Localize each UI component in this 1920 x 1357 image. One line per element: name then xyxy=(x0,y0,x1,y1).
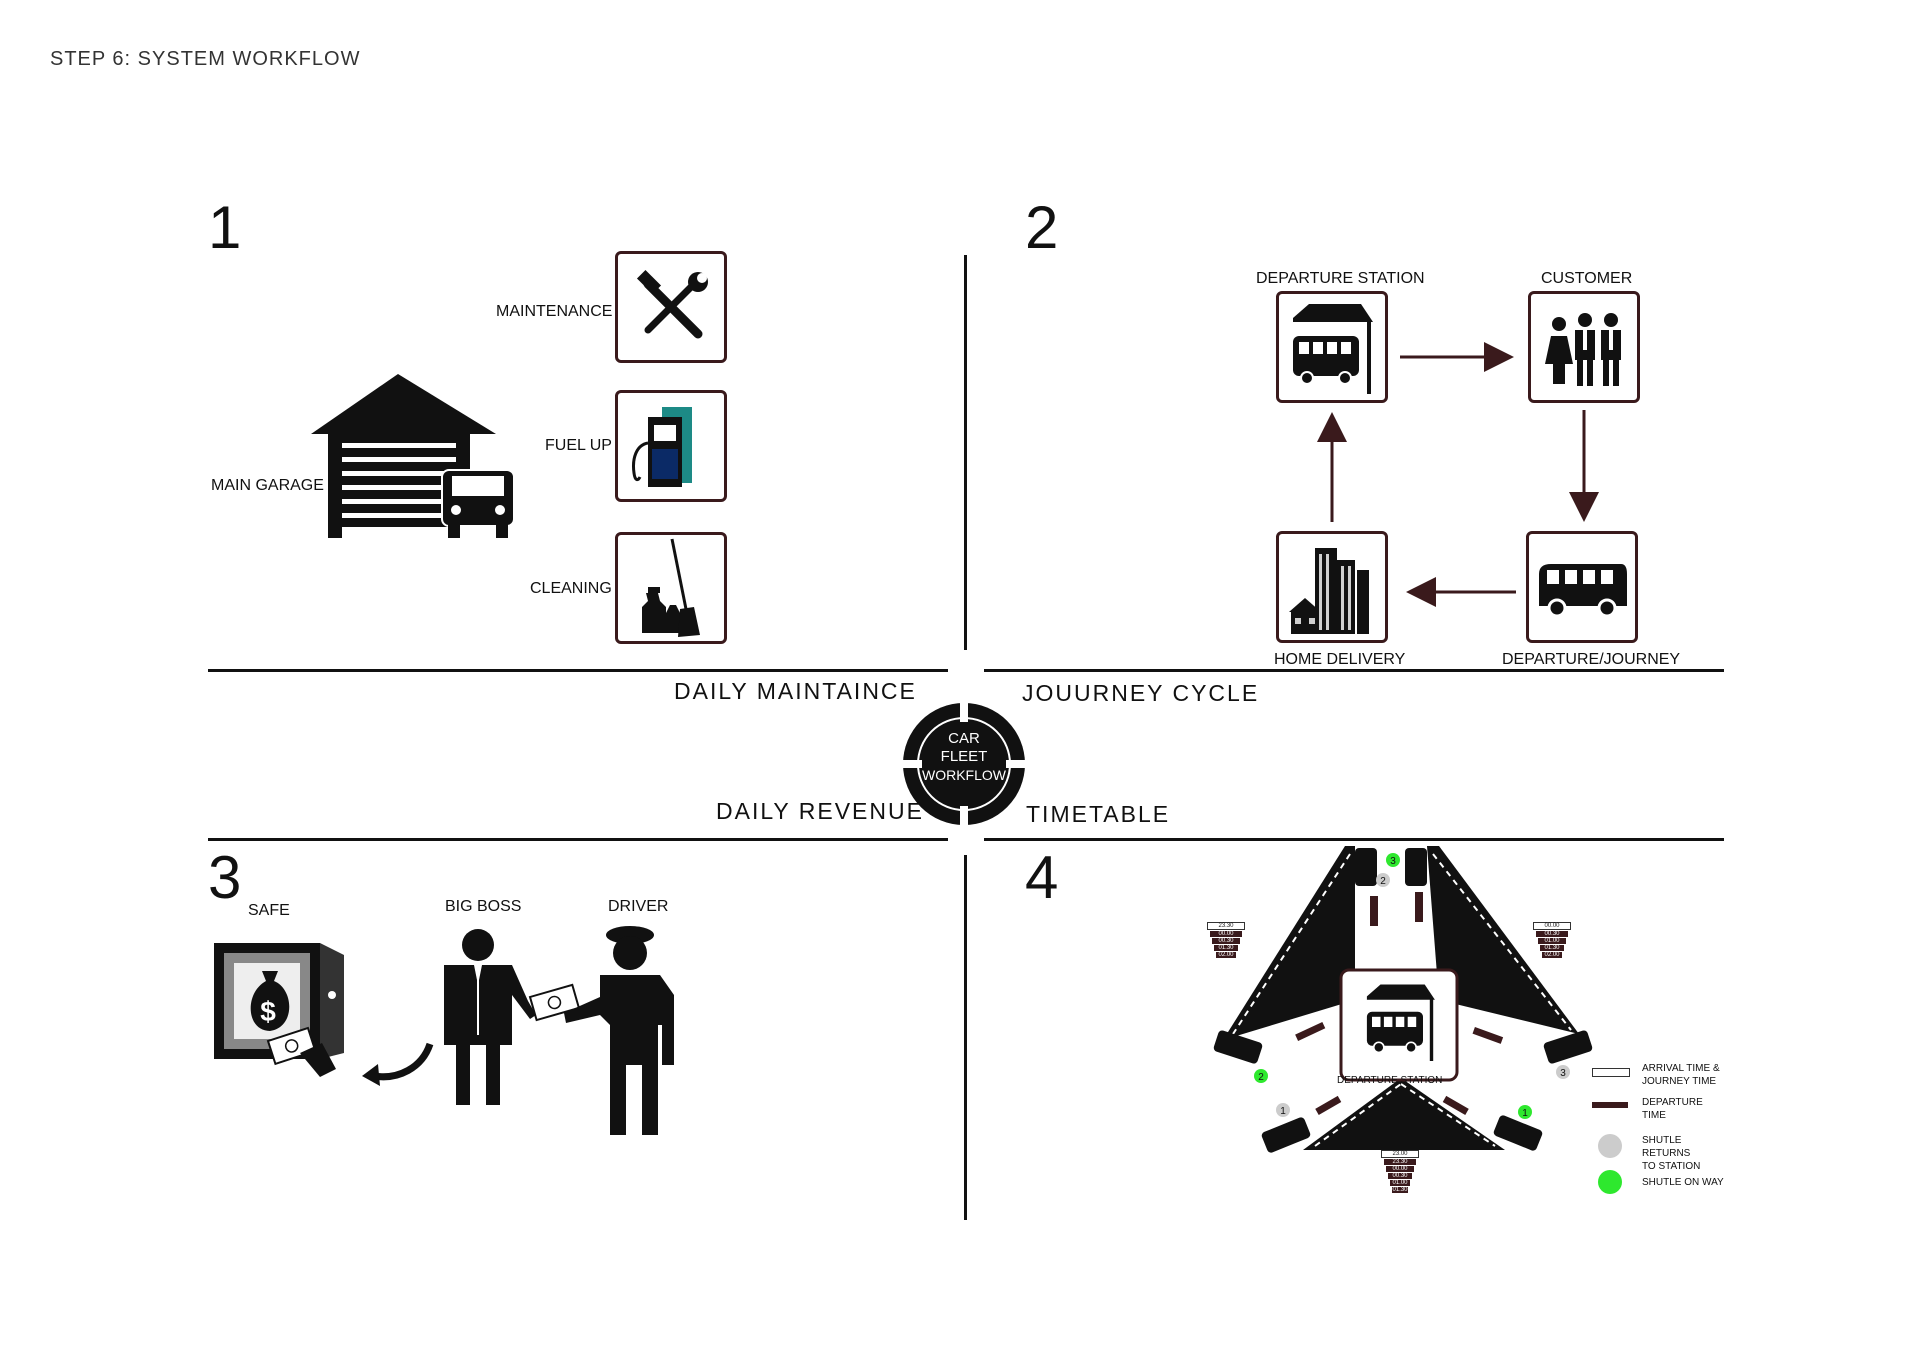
time-left-3: 01.30 xyxy=(1214,945,1238,951)
quadrant-number-2: 2 xyxy=(1025,194,1059,261)
legend-swatch-departure xyxy=(1592,1102,1628,1108)
garage-icon xyxy=(306,372,516,542)
home-delivery-label: HOME DELIVERY xyxy=(1274,651,1406,668)
logo-line-car: CAR xyxy=(948,730,980,747)
legend-returns-line2: TO STATION xyxy=(1642,1161,1701,1172)
time-right-4: 02.00 xyxy=(1542,952,1562,958)
customer-box xyxy=(1528,291,1640,403)
divider-lower-right xyxy=(984,838,1724,841)
legend-arrival-line1: ARRIVAL TIME & xyxy=(1642,1063,1720,1074)
logo-line-workflow: WORKFLOW xyxy=(922,767,1006,783)
boss-figure-icon xyxy=(444,929,536,1105)
quadrant-number-1: 1 xyxy=(208,194,242,261)
handover-figures xyxy=(430,925,690,1155)
cleaning-label: CLEANING xyxy=(530,580,612,597)
legend-departure-line1: DEPARTURE xyxy=(1642,1097,1703,1108)
timetable-bottom: 23.00 23.30 00.00 00.30 01.00 01.30 xyxy=(1381,1150,1419,1194)
time-bottom-3: 00.30 xyxy=(1388,1173,1412,1179)
time-left-0: 23.30 xyxy=(1207,922,1245,930)
legend-departure-line2: TIME xyxy=(1642,1110,1666,1121)
legend-returns-line1: SHUTLE RETURNS xyxy=(1642,1135,1691,1159)
logo-line-fleet: FLEET xyxy=(940,748,988,765)
departure-station-box xyxy=(1276,291,1388,403)
legend-swatch-arrival xyxy=(1592,1068,1630,1077)
svg-text:3: 3 xyxy=(1390,856,1396,867)
curved-arrow-icon xyxy=(362,1042,434,1086)
customer-label: CUSTOMER xyxy=(1541,270,1633,287)
timetable-legend: ARRIVAL TIME & JOURNEY TIME DEPARTURE TI… xyxy=(1592,1062,1732,1202)
time-left-4: 02.00 xyxy=(1216,952,1236,958)
time-right-1: 00.30 xyxy=(1536,931,1568,937)
legend-on-way-line1: SHUTLE ON WAY xyxy=(1642,1177,1724,1188)
buildings-icon xyxy=(1289,548,1369,634)
time-right-0: 00.00 xyxy=(1533,922,1571,930)
divider-lower-left xyxy=(208,838,948,841)
legend-arrival-line2: JOURNEY TIME xyxy=(1642,1076,1717,1087)
time-left-1: 00.00 xyxy=(1210,931,1242,937)
maintenance-box xyxy=(615,251,727,363)
section-daily-revenue: DAILY REVENUE xyxy=(716,798,924,824)
time-left-2: 00.30 xyxy=(1212,938,1240,944)
home-delivery-box xyxy=(1276,531,1388,643)
maintenance-label: MAINTENANCE xyxy=(496,303,613,320)
bus-station-icon xyxy=(1293,304,1373,394)
fuel-up-label: FUEL UP xyxy=(545,437,612,454)
tools-icon xyxy=(636,269,708,339)
timetable-diagram: 3 2 2 3 1 1 23.30 00.00 00.30 01.30 02.0… xyxy=(1205,840,1745,1200)
section-daily-maintaince: DAILY MAINTAINCE xyxy=(674,678,917,704)
quadrant-number-3: 3 xyxy=(208,844,242,911)
divider-bottom xyxy=(964,855,967,1220)
section-timetable: TIMETABLE xyxy=(1026,801,1171,827)
time-bottom-2: 00.00 xyxy=(1386,1166,1414,1172)
legend-swatch-returns xyxy=(1598,1134,1622,1158)
cleaning-box xyxy=(615,532,727,644)
divider-upper-right xyxy=(984,669,1724,672)
time-right-2: 01.00 xyxy=(1538,938,1566,944)
car-fleet-workflow-logo: CAR FLEET WORKFLOW xyxy=(902,702,1026,826)
time-bottom-4: 01.00 xyxy=(1390,1180,1410,1186)
main-garage-label: MAIN GARAGE xyxy=(211,477,324,494)
big-boss-label: BIG BOSS xyxy=(445,898,522,915)
svg-text:3: 3 xyxy=(1560,1068,1566,1079)
timetable-right: 00.00 00.30 01.00 01.30 02.00 xyxy=(1533,922,1571,959)
time-bottom-1: 23.30 xyxy=(1384,1159,1416,1165)
fuel-pump-icon xyxy=(632,407,692,487)
svg-text:$: $ xyxy=(260,996,276,1027)
page-title: STEP 6: SYSTEM WORKFLOW xyxy=(50,48,361,70)
timetable-left: 23.30 00.00 00.30 01.30 02.00 xyxy=(1207,922,1245,959)
safe-label: SAFE xyxy=(248,902,290,919)
timetable-station-label: DEPARTURE STATION xyxy=(1337,1075,1443,1086)
svg-text:2: 2 xyxy=(1258,1072,1264,1083)
fuel-up-box xyxy=(615,390,727,502)
divider-upper-left xyxy=(208,669,948,672)
legend-swatch-on-way xyxy=(1598,1170,1622,1194)
divider-top xyxy=(964,255,967,650)
cleaning-icon xyxy=(642,538,700,637)
departure-journey-box xyxy=(1526,531,1638,643)
bus-icon xyxy=(1539,564,1627,618)
safe-icon: $ xyxy=(210,935,350,1085)
time-bottom-0: 23.00 xyxy=(1381,1150,1419,1158)
svg-text:1: 1 xyxy=(1280,1106,1286,1117)
driver-figure-icon xyxy=(564,926,674,1135)
section-journey-cycle: JOUURNEY CYCLE xyxy=(1022,680,1260,706)
driver-label: DRIVER xyxy=(608,898,669,915)
quadrant-number-4: 4 xyxy=(1025,844,1059,911)
svg-text:1: 1 xyxy=(1522,1108,1528,1119)
departure-station-label: DEPARTURE STATION xyxy=(1256,270,1425,287)
svg-text:2: 2 xyxy=(1380,876,1386,887)
people-icon xyxy=(1545,313,1621,386)
departure-journey-label: DEPARTURE/JOURNEY xyxy=(1502,651,1681,668)
time-right-3: 01.30 xyxy=(1540,945,1564,951)
time-bottom-5: 01.30 xyxy=(1392,1187,1408,1193)
